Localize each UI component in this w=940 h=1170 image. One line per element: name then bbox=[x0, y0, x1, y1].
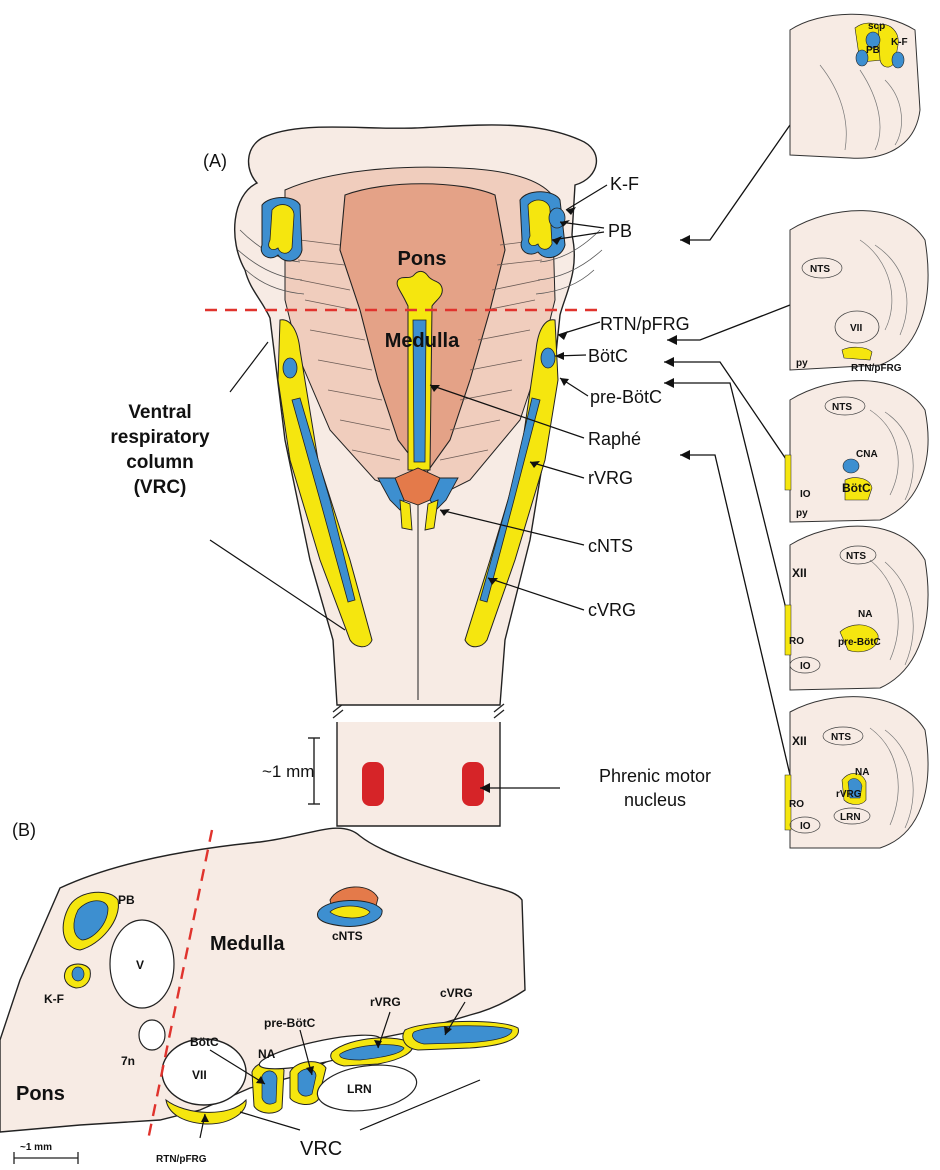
b-prebotc: pre-BötC bbox=[264, 1016, 316, 1030]
b-vii: VII bbox=[192, 1068, 207, 1082]
vrc-line2: respiratory bbox=[110, 427, 210, 448]
s5-lrn: LRN bbox=[840, 812, 861, 823]
panel-b-tag: (B) bbox=[12, 820, 36, 840]
label-cvrg: cVRG bbox=[588, 600, 636, 620]
s4-xii: XII bbox=[792, 566, 807, 580]
vrc-leader-left bbox=[240, 1112, 300, 1130]
section-1 bbox=[790, 14, 920, 158]
b-botc: BötC bbox=[190, 1035, 219, 1049]
s4-prebotc: pre-BötC bbox=[838, 637, 881, 648]
section-2 bbox=[790, 211, 928, 370]
s3-io: IO bbox=[800, 489, 811, 500]
label-rtn: RTN/pFRG bbox=[600, 314, 690, 334]
s2-vii: VII bbox=[850, 323, 862, 334]
s2-rtn: RTN/pFRG bbox=[851, 363, 902, 374]
s5-io: IO bbox=[800, 821, 811, 832]
b-scale: ~1 mm bbox=[20, 1142, 52, 1153]
right-pb-kf bbox=[520, 192, 565, 258]
b-kf: K-F bbox=[44, 992, 64, 1006]
label-botc: BötC bbox=[588, 346, 628, 366]
scale-label-a: ~1 mm bbox=[262, 762, 314, 781]
b-lrn: LRN bbox=[347, 1082, 372, 1096]
s3-botc: BötC bbox=[842, 481, 871, 495]
b-medulla: Medulla bbox=[210, 933, 285, 955]
s1-kf: K-F bbox=[891, 37, 908, 48]
b-v: V bbox=[136, 958, 144, 972]
left-pb-kf bbox=[261, 198, 302, 262]
s5-nts: NTS bbox=[831, 732, 851, 743]
phrenic-nucleus-right bbox=[462, 762, 484, 806]
s3-cna: CNA bbox=[856, 449, 878, 460]
label-kf: K-F bbox=[610, 174, 639, 194]
s4-io: IO bbox=[800, 661, 811, 672]
s4-ro: RO bbox=[789, 636, 804, 647]
label-raphe: Raphé bbox=[588, 429, 641, 449]
vrc-line1: Ventral bbox=[128, 402, 191, 423]
b-pb: PB bbox=[118, 893, 135, 907]
s5-ro: RO bbox=[789, 799, 804, 810]
phrenic-nucleus-left bbox=[362, 762, 384, 806]
b-cnts: cNTS bbox=[332, 929, 363, 943]
panel-a-tag: (A) bbox=[203, 151, 227, 171]
s3-py: py bbox=[796, 508, 808, 519]
s5-rvrg: rVRG bbox=[836, 789, 862, 800]
phrenic-line1: Phrenic motor bbox=[599, 766, 711, 786]
b-rvrg: rVRG bbox=[370, 995, 401, 1009]
s5-xii: XII bbox=[792, 734, 807, 748]
vrc-line4: (VRC) bbox=[134, 477, 187, 498]
pons-label: Pons bbox=[398, 248, 447, 270]
vrc-line3: column bbox=[126, 452, 194, 473]
b-7n: 7n bbox=[121, 1054, 135, 1068]
s1-scp: scp bbox=[868, 21, 885, 32]
s4-nts: NTS bbox=[846, 551, 866, 562]
s1-pb: PB bbox=[866, 45, 880, 56]
b-cvrg: cVRG bbox=[440, 986, 473, 1000]
section-connector-arrowheads bbox=[664, 235, 690, 460]
s5-na: NA bbox=[855, 767, 869, 778]
b-rtn: RTN/pFRG bbox=[156, 1154, 207, 1165]
label-pb: PB bbox=[608, 221, 632, 241]
b-na: NA bbox=[258, 1047, 276, 1061]
s4-na: NA bbox=[858, 609, 872, 620]
label-cnts: cNTS bbox=[588, 536, 633, 556]
s3-nts: NTS bbox=[832, 402, 852, 413]
s2-py: py bbox=[796, 358, 808, 369]
panel-a-brainstem bbox=[205, 125, 602, 826]
facial-7n bbox=[139, 1020, 165, 1050]
section-connectors bbox=[664, 125, 790, 775]
medulla-label: Medulla bbox=[385, 330, 460, 352]
s2-nts: NTS bbox=[810, 264, 830, 275]
b-vrc: VRC bbox=[300, 1138, 342, 1160]
cord-break-marks bbox=[333, 704, 504, 718]
scale-bar-b bbox=[14, 1152, 78, 1164]
label-rvrg: rVRG bbox=[588, 468, 633, 488]
phrenic-line2: nucleus bbox=[624, 790, 686, 810]
b-pons: Pons bbox=[16, 1083, 65, 1105]
label-prebotc: pre-BötC bbox=[590, 387, 662, 407]
